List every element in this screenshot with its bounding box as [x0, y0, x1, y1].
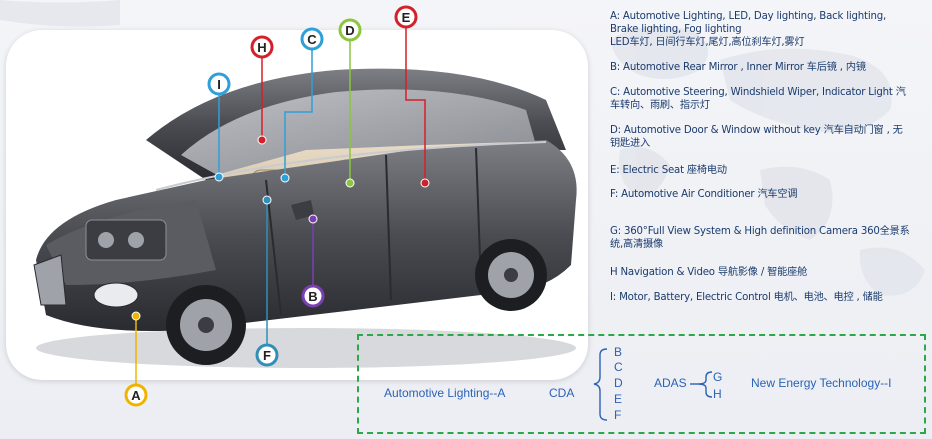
callout-label: E [402, 10, 411, 25]
callout-c: C [300, 27, 324, 51]
callout-e: E [394, 5, 418, 29]
cda-item: E [614, 392, 623, 406]
description-f: F: Automotive Air Conditioner 汽车空调 [610, 189, 798, 200]
callout-label: F [263, 348, 271, 363]
callout-label: C [307, 32, 317, 47]
description-d: D: Automotive Door & Window without key … [610, 125, 903, 149]
description-h: H Navigation & Video 导航影像 / 智能座舱 [610, 267, 808, 278]
callout-label: I [217, 77, 221, 92]
cda-item: B [614, 345, 623, 359]
callout-d: D [338, 18, 362, 42]
callout-h: H [250, 35, 274, 59]
cda-item: F [614, 408, 622, 422]
classification-lighting: Automotive Lighting--A [384, 386, 506, 400]
callout-label: B [308, 289, 317, 304]
cda-item: C [614, 360, 623, 374]
adas-item: H [713, 387, 722, 401]
description-b: B: Automotive Rear Mirror , Inner Mirror… [610, 62, 866, 73]
description-a: A: Automotive Lighting, LED, Day lightin… [610, 11, 887, 35]
callout-f: F [255, 343, 279, 367]
description-g: G: 360°Full View System & High definitio… [610, 226, 910, 250]
classification-energy: New Energy Technology--I [751, 376, 892, 390]
classification-cda: CDA [549, 386, 575, 400]
classification-adas: ADAS [654, 376, 687, 390]
callout-i: I [207, 72, 231, 96]
callout-label: A [131, 388, 141, 403]
callout-label: D [345, 23, 354, 38]
description-i: I: Motor, Battery, Electric Control 电机、电… [610, 292, 883, 303]
adas-item: G [713, 370, 723, 384]
callout-a: A [124, 383, 148, 407]
cda-item: D [614, 376, 623, 390]
description-e: E: Electric Seat 座椅电动 [610, 165, 727, 176]
classification-box [357, 334, 926, 434]
description-c: C: Automotive Steering, Windshield Wiper… [610, 87, 906, 111]
callout-label: H [257, 40, 266, 55]
callout-b: B [301, 284, 325, 308]
description-a-cn: LED车灯, 日间行车灯,尾灯,高位刹车灯,雾灯 [610, 37, 805, 48]
